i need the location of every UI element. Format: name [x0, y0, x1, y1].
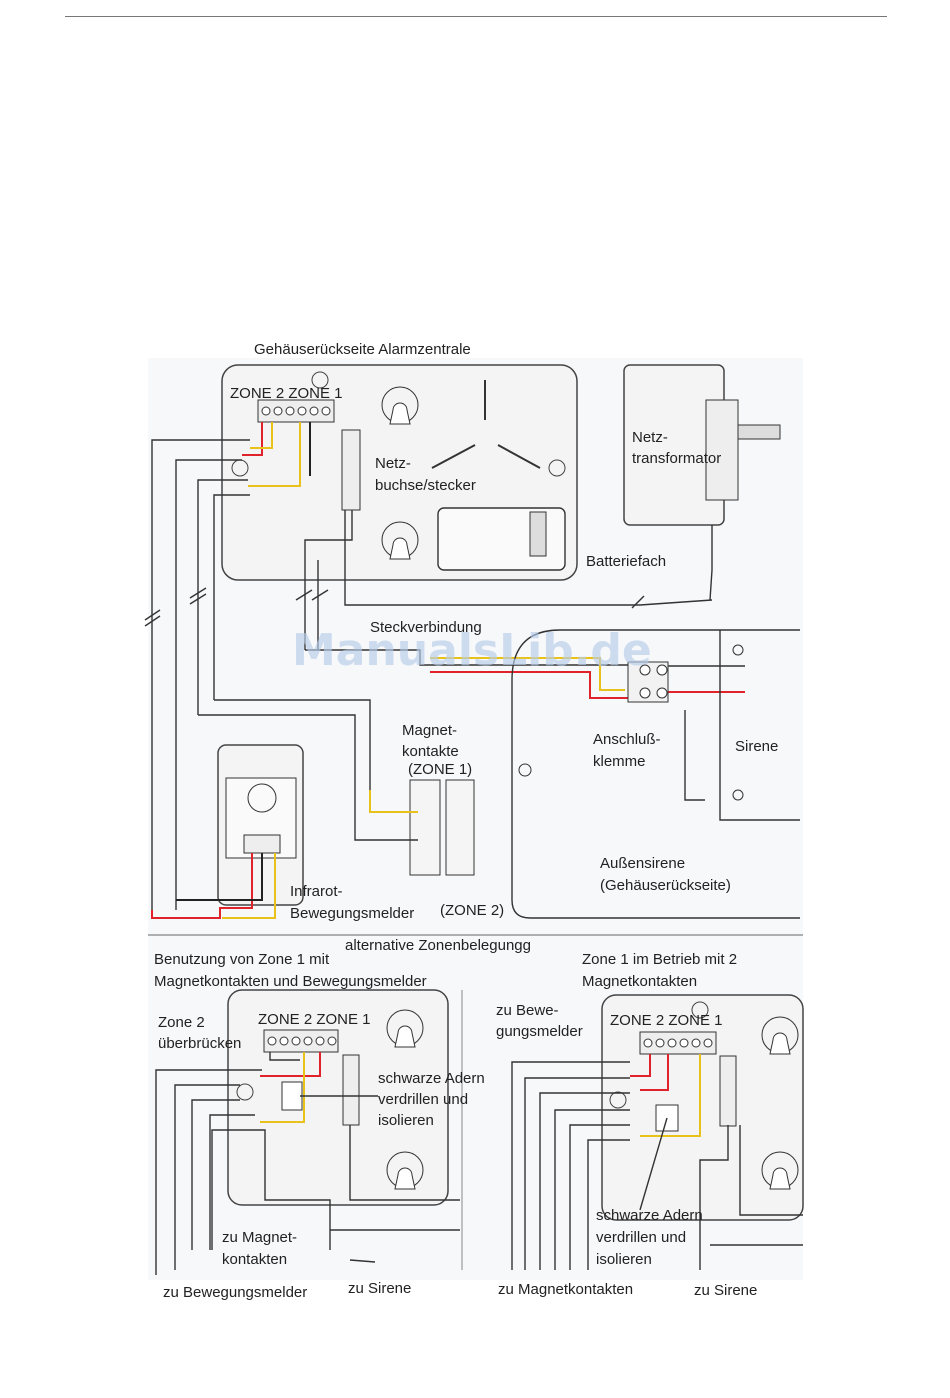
infrared-label-1: Infrarot-: [290, 883, 343, 900]
left-heading-2: Magnetkontakten und Bewegungsmelder: [154, 973, 427, 990]
keyhole-icon: [381, 521, 419, 560]
clamp-label-2: klemme: [593, 753, 646, 770]
black-wires-right-1: schwarze Adern: [596, 1207, 703, 1224]
black-wires-left-2: verdrillen und: [378, 1091, 468, 1108]
keyhole-icon: [386, 1009, 424, 1048]
variant-left: [155, 989, 460, 1275]
bridge-label-2: überbrücken: [158, 1035, 241, 1052]
bridge-label-1: Zone 2: [158, 1014, 205, 1031]
terminal-block: [257, 399, 335, 423]
control-unit: [221, 364, 578, 581]
keyhole-icon: [386, 1151, 424, 1190]
black-wires-left-1: schwarze Adern: [378, 1070, 485, 1087]
outdoor-siren-label-2: (Gehäuserückseite): [600, 877, 731, 894]
right-heading-1: Zone 1 im Betrieb mit 2: [582, 951, 737, 968]
black-wires-right-3: isolieren: [596, 1251, 652, 1268]
to-magnet-right: zu Magnetkontakten: [498, 1281, 633, 1298]
magnet-label-1: Magnet-: [402, 722, 457, 739]
right-heading-2: Magnetkontakten: [582, 973, 697, 990]
zone2-label: (ZONE 2): [440, 902, 504, 919]
power-socket: [341, 429, 361, 511]
left-heading-1: Benutzung von Zone 1 mit: [154, 951, 330, 968]
battery-label: Batteriefach: [586, 553, 666, 570]
header-rule: [65, 16, 887, 17]
to-siren-right: zu Sirene: [694, 1282, 757, 1299]
keyhole-icon: [761, 1151, 799, 1190]
zone-header-left: ZONE 2 ZONE 1: [258, 1011, 371, 1028]
keyhole-icon: [381, 386, 419, 425]
to-magnet-left-2: kontakten: [222, 1251, 287, 1268]
title-label: Gehäuserückseite Alarmzentrale: [254, 341, 471, 358]
transformer: [623, 364, 781, 601]
magnet-contacts: [354, 779, 475, 876]
outdoor-siren-label-1: Außensirene: [600, 855, 685, 872]
siren: [511, 629, 800, 919]
motion-detector: [151, 744, 304, 919]
zone-header-right: ZONE 2 ZONE 1: [610, 1012, 723, 1029]
infrared-label-2: Bewegungsmelder: [290, 905, 414, 922]
transformer-label-2: transformator: [632, 450, 721, 467]
zone-header-label: ZONE 2 ZONE 1: [230, 385, 343, 402]
transformer-label-1: Netz-: [632, 429, 668, 446]
black-wires-right-2: verdrillen und: [596, 1229, 686, 1246]
siren-label: Sirene: [735, 738, 778, 755]
break-marks: [144, 587, 645, 627]
to-siren-left: zu Sirene: [348, 1280, 411, 1297]
to-magnet-left-1: zu Magnet-: [222, 1229, 297, 1246]
to-motion-right-1: zu Bewe-: [496, 1002, 559, 1019]
socket-label-2: buchse/stecker: [375, 477, 476, 494]
magnet-label-2: kontakte: [402, 743, 459, 760]
watermark-text: ManualsLib.de: [292, 625, 652, 676]
magnet-zone-label: (ZONE 1): [408, 761, 472, 778]
to-motion-right-2: gungsmelder: [496, 1023, 583, 1040]
to-motion-left: zu Bewegungsmelder: [163, 1284, 307, 1301]
keyhole-icon: [761, 1016, 799, 1055]
alternative-label: alternative Zonenbelegungg: [345, 937, 531, 954]
clamp-label-1: Anschluß-: [593, 731, 661, 748]
connector-label: Steckverbindung: [370, 619, 482, 636]
variant-right: [511, 994, 804, 1270]
black-wires-left-3: isolieren: [378, 1112, 434, 1129]
socket-label-1: Netz-: [375, 455, 411, 472]
